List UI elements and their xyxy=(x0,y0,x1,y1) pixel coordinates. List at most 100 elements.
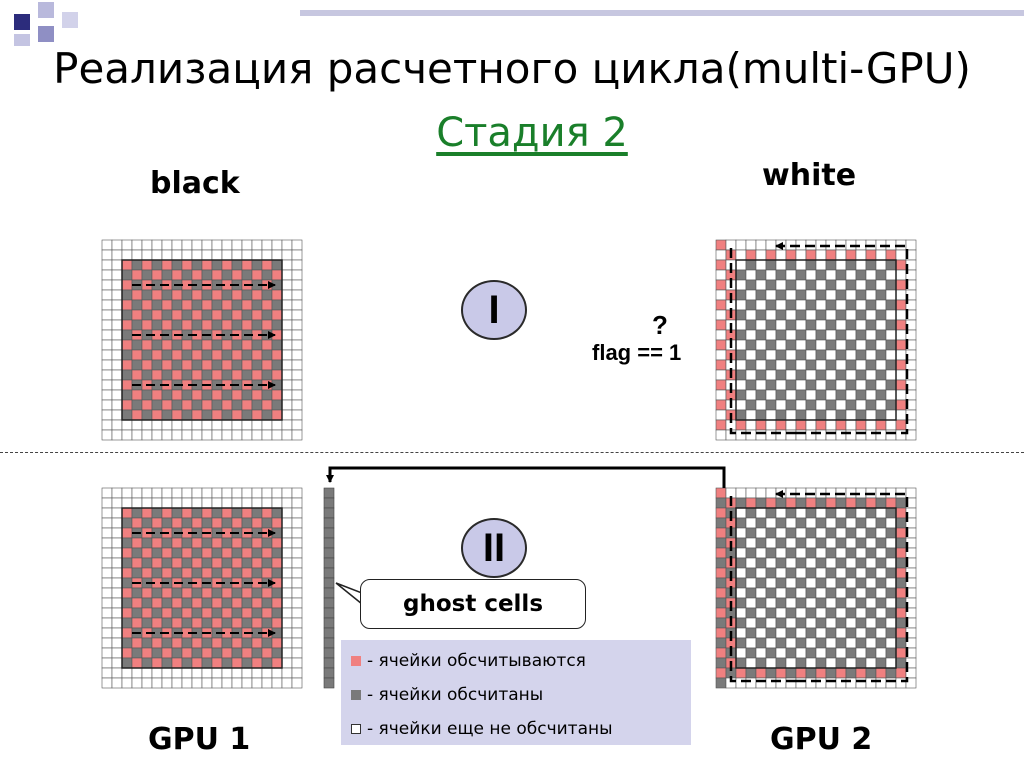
grid-cell xyxy=(755,497,767,509)
grid-cell xyxy=(885,557,897,569)
grid-cell xyxy=(181,507,193,519)
grid-cell xyxy=(191,319,203,331)
grid-cell xyxy=(845,647,857,659)
grid-cell xyxy=(141,557,153,569)
grid-cell xyxy=(875,607,887,619)
grid-cell xyxy=(895,409,907,421)
grid-cell xyxy=(141,517,153,529)
grid-cell xyxy=(845,429,857,441)
grid-cell xyxy=(815,547,827,559)
grid-cell xyxy=(735,349,747,361)
grid-cell xyxy=(855,419,867,431)
grid-cell xyxy=(895,667,907,679)
grid-cell xyxy=(855,567,867,579)
grid-cell xyxy=(281,319,293,331)
grid-cell xyxy=(121,617,133,629)
grid-cell xyxy=(895,677,907,689)
grid-cell xyxy=(111,429,123,441)
grid-cell xyxy=(835,299,847,311)
grid-cell xyxy=(735,657,747,669)
grid-cell xyxy=(231,319,243,331)
grid-cell xyxy=(261,507,273,519)
grid-cell xyxy=(775,597,787,609)
grid-cell xyxy=(111,517,123,529)
grid-cell xyxy=(775,557,787,569)
grid-cell xyxy=(765,567,777,579)
grid-cell xyxy=(261,429,273,441)
grid-cell xyxy=(241,289,253,301)
grid-cell xyxy=(211,587,223,599)
grid-cell xyxy=(735,677,747,689)
grid-cell xyxy=(885,399,897,411)
grid-cell xyxy=(271,647,283,659)
grid-cell xyxy=(785,657,797,669)
grid-cell xyxy=(825,657,837,669)
grid-cell xyxy=(111,607,123,619)
grid-cell xyxy=(151,359,163,371)
grid-cell xyxy=(785,507,797,519)
grid-cell xyxy=(755,259,767,271)
grid-cell xyxy=(895,657,907,669)
grid-cell xyxy=(191,647,203,659)
grid-cell xyxy=(825,369,837,381)
grid-cell xyxy=(855,507,867,519)
grid-cell xyxy=(101,419,113,431)
grid-cell xyxy=(241,369,253,381)
grid-cell xyxy=(875,329,887,341)
grid-cell xyxy=(745,537,757,549)
grid-cell xyxy=(231,497,243,509)
grid-cell xyxy=(785,339,797,351)
grid-cell xyxy=(895,299,907,311)
grid-cell xyxy=(885,607,897,619)
grid-cell xyxy=(745,289,757,301)
grid-cell xyxy=(151,677,163,689)
grid-cell xyxy=(795,389,807,401)
grid-cell xyxy=(101,249,113,261)
grid-cell xyxy=(281,339,293,351)
grid-cell xyxy=(805,657,817,669)
grid-cell xyxy=(795,637,807,649)
grid-cell xyxy=(765,557,777,569)
grid-cell xyxy=(885,299,897,311)
grid-cell xyxy=(131,667,143,679)
grid-cell xyxy=(291,379,303,391)
grid-cell xyxy=(291,577,303,589)
grid-cell xyxy=(191,399,203,411)
grid-cell xyxy=(111,487,123,499)
grid-cell xyxy=(141,597,153,609)
grid-cell xyxy=(191,517,203,529)
grid-cell xyxy=(895,547,907,559)
boundary-path-left xyxy=(729,246,796,435)
grid-cell xyxy=(191,657,203,669)
grid-cell xyxy=(895,389,907,401)
grid-cell xyxy=(865,527,877,539)
grid-cell xyxy=(735,527,747,539)
grid-cell xyxy=(271,319,283,331)
grid-cell xyxy=(121,637,133,649)
grid-cell xyxy=(865,497,877,509)
grid-cell xyxy=(291,419,303,431)
grid-cell xyxy=(815,279,827,291)
grid-cell xyxy=(211,607,223,619)
grid-cell xyxy=(795,627,807,639)
grid-cell xyxy=(855,527,867,539)
grid-cell xyxy=(181,349,193,361)
grid-cell xyxy=(261,349,273,361)
grid-cell xyxy=(825,557,837,569)
grid-cell xyxy=(251,349,263,361)
grid-cell xyxy=(885,429,897,441)
grid-cell xyxy=(141,667,153,679)
title-decoration xyxy=(14,2,1024,46)
grid-cell xyxy=(715,557,727,569)
grid-cell xyxy=(101,239,113,251)
grid-cell xyxy=(825,419,837,431)
grid-cell xyxy=(161,557,173,569)
grid-cell xyxy=(161,597,173,609)
grid-cell xyxy=(735,249,747,261)
grid-cell xyxy=(281,647,293,659)
grid-cell xyxy=(221,557,233,569)
grid-cell xyxy=(111,547,123,559)
ghost-cell xyxy=(323,567,335,579)
grid-cell xyxy=(121,389,133,401)
